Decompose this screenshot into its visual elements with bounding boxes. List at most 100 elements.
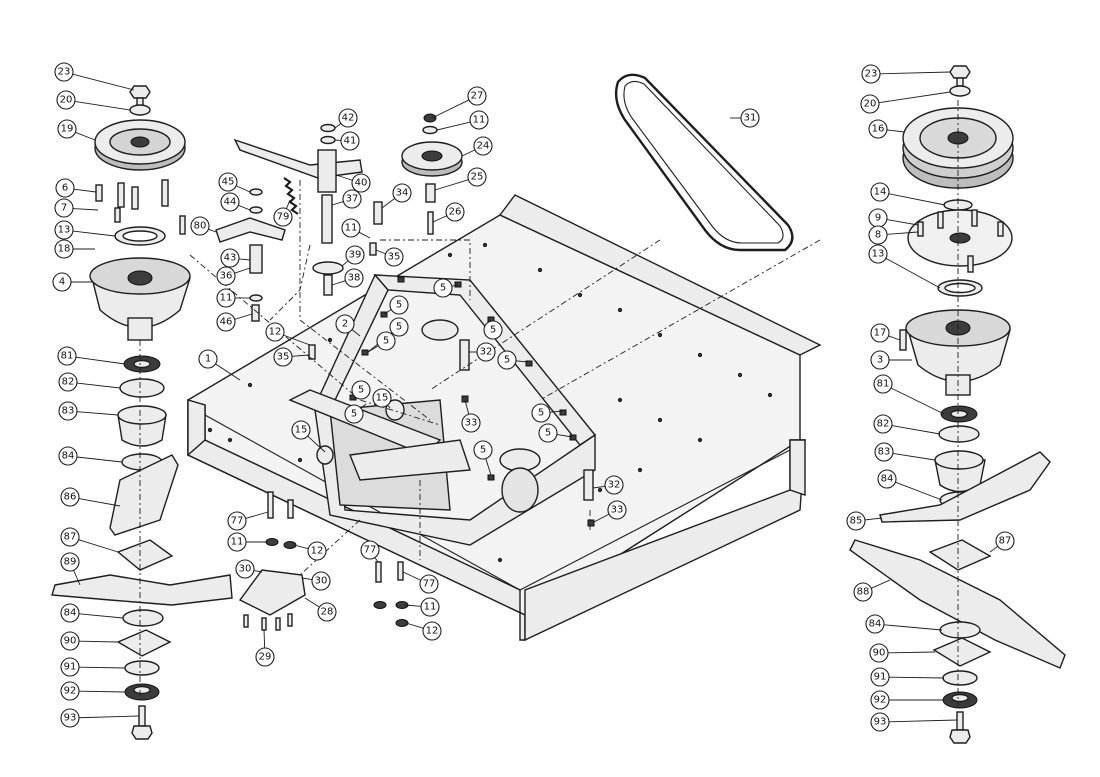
callout-leader [263,629,266,649]
callout-number: 84 [62,451,75,462]
callout-31: 31 [730,108,760,128]
callout-number: 84 [881,474,894,485]
callout-84: 84 [60,603,124,623]
callout-layer: 2320196713184818283848687898490919293454… [52,62,1015,732]
callout-number: 26 [449,207,462,218]
callout-leader [78,666,126,669]
callout-leader [73,188,97,193]
callout-circle [198,349,218,369]
callout-leader [283,334,311,346]
callout-circle [344,404,364,424]
callout-leader [886,129,906,133]
callout-leader [888,676,945,679]
callout-number: 83 [62,406,75,417]
callout-circle [870,712,890,732]
callout-circle [433,278,453,298]
callout-circle [868,225,888,245]
callout-number: 77 [423,579,436,590]
callout-leader [375,249,386,255]
callout-9: 9 [868,208,919,228]
callout-number: 12 [426,626,439,637]
gearbox-frame [288,273,597,546]
callout-leader [871,579,891,589]
callout-92: 92 [60,681,126,701]
callout-leader [72,208,99,211]
callout-number: 32 [608,480,621,491]
callout-circle [216,312,236,332]
callout-number: 15 [295,425,308,436]
callout-number: 87 [999,536,1012,547]
callout-92: 92 [870,690,944,710]
callout-circle [868,119,888,139]
callout-number: 28 [321,607,334,618]
callout-number: 20 [864,99,877,110]
callout-35: 35 [375,247,404,267]
callout-circle [445,202,465,222]
callout-leader [593,513,610,523]
callout-33: 33 [593,500,627,523]
callout-leader [888,719,958,723]
callout-circle [392,183,412,203]
callout-circle [58,372,78,392]
callout-circle [865,614,885,634]
callout-circle [227,532,247,552]
callout-circle [216,266,236,286]
callout-number: 84 [64,608,77,619]
callout-number: 44 [224,197,237,208]
callout-leader [307,435,326,453]
callout-circle [868,244,888,264]
callout-circle [473,136,493,156]
callout-87: 87 [60,527,119,553]
callout-circle [531,403,551,423]
callout-circle [870,350,890,370]
callout-circle [422,621,442,641]
callout-93: 93 [60,708,140,728]
callout-number: 43 [224,253,237,264]
callout-number: 37 [346,194,359,205]
callout-41: 41 [334,131,360,151]
callout-number: 92 [64,686,77,697]
callout-leader [367,345,379,353]
callout-45: 45 [218,172,251,193]
callout-leader [238,258,251,261]
callout-number: 89 [64,557,77,568]
callout-number: 82 [62,377,75,388]
callout-11: 11 [227,532,266,552]
callout-81: 81 [873,374,945,415]
callout-number: 90 [64,636,77,647]
callout-23: 23 [861,64,951,84]
callout-5: 5 [538,423,573,443]
callout-number: 33 [465,418,478,429]
callout-89: 89 [60,552,81,586]
callout-number: 8 [875,230,881,241]
callout-leader [78,539,119,553]
callout-leader [888,335,901,341]
callout-2: 2 [335,314,361,337]
callout-leader [989,545,999,553]
callout-circle [190,216,210,236]
callout-12: 12 [265,322,311,346]
callout-4: 4 [52,272,92,292]
callout-leader [291,354,310,357]
callout-38: 38 [331,268,364,288]
callout-leader [592,485,606,489]
callout-circle [384,247,404,267]
callout-number: 11 [473,115,486,126]
callout-90: 90 [60,631,119,651]
callout-leader [451,284,459,287]
callout-91: 91 [60,657,126,677]
callout-circle [873,414,893,434]
callout-12: 12 [405,621,442,641]
callout-circle [870,667,890,687]
callout-leader [431,99,470,119]
callout-leader [878,91,951,104]
callout-circle [846,511,866,531]
callout-leader [403,604,422,607]
callout-80: 80 [190,216,217,236]
callout-circle [740,108,760,128]
callout-leader [895,481,943,501]
callout-5: 5 [367,317,409,353]
callout-circle [60,487,80,507]
callout-15: 15 [372,388,392,409]
callout-circle [853,582,873,602]
